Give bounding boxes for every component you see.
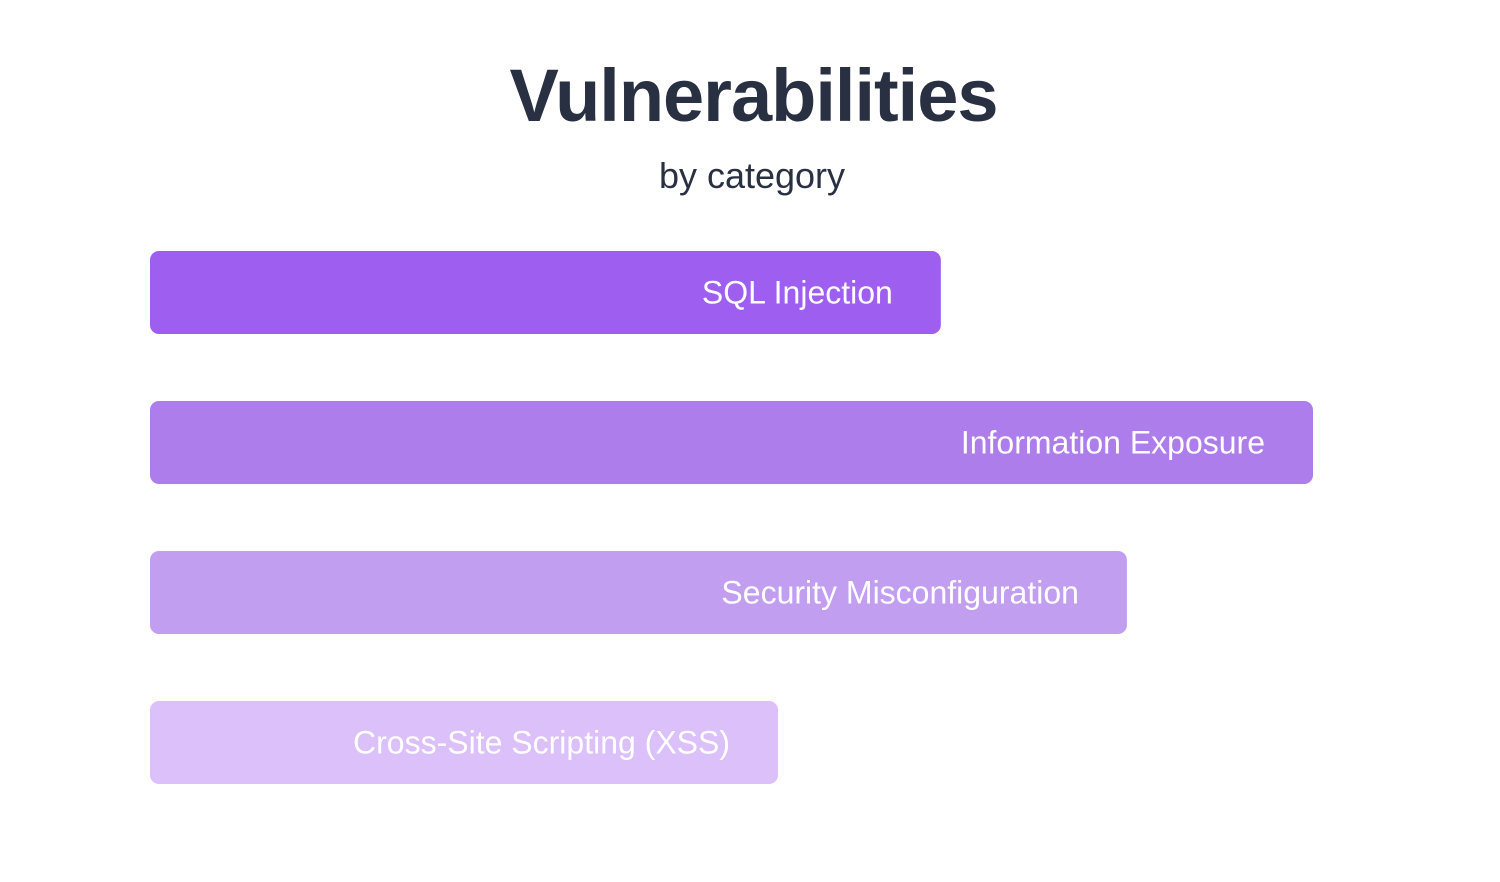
- bar-label-0: SQL Injection: [702, 275, 893, 311]
- bar-0: [150, 251, 941, 334]
- bar-label-1: Information Exposure: [961, 425, 1265, 461]
- bar-label-3: Cross-Site Scripting (XSS): [353, 725, 730, 761]
- chart-title: Vulnerabilities: [509, 54, 998, 137]
- bar-3: [150, 701, 779, 784]
- bar-2: [150, 551, 1127, 634]
- bar-1: [150, 401, 1313, 484]
- chart-subtitle: by category: [658, 155, 846, 196]
- bar-label-2: Security Misconfiguration: [721, 575, 1078, 611]
